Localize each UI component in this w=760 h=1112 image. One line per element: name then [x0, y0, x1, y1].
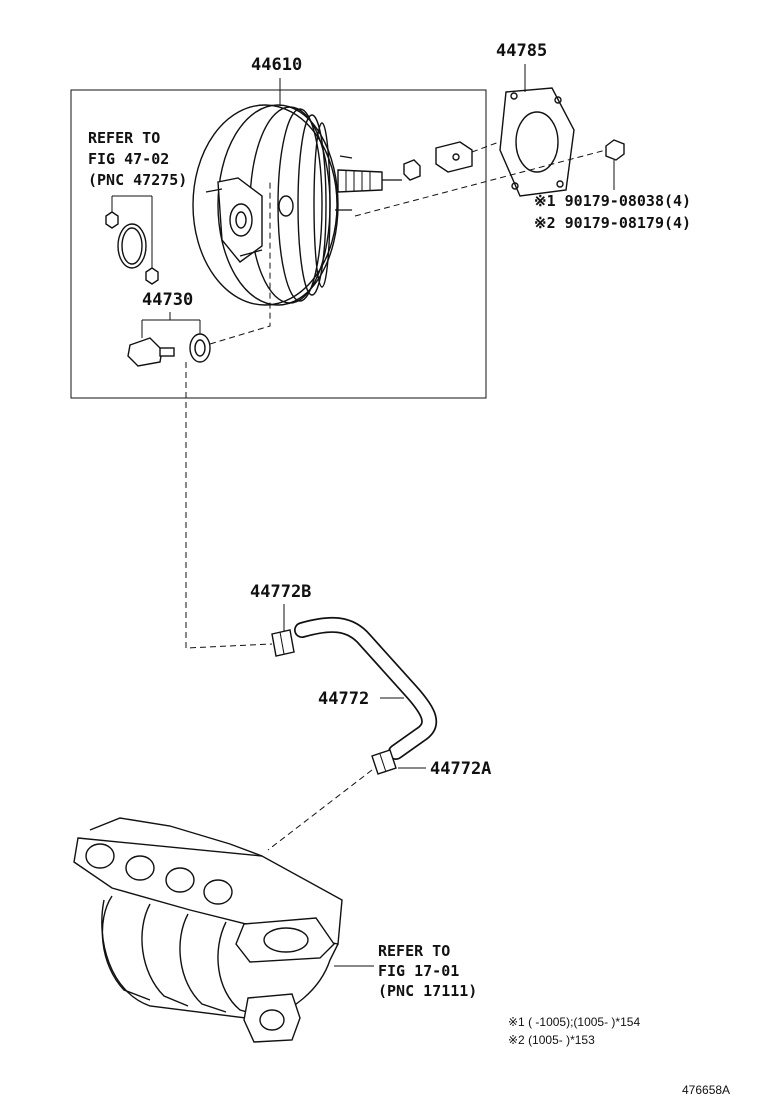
rod-nut[interactable]	[403, 159, 421, 181]
intake-manifold[interactable]	[73, 817, 343, 1043]
vacuum-hose[interactable]	[294, 616, 438, 760]
label-check-valve: 44730	[142, 290, 193, 310]
small-nut-right[interactable]	[145, 267, 159, 285]
label-gasket: 44785	[496, 41, 547, 61]
check-valve[interactable]	[127, 337, 175, 367]
figure-id: 476658A	[682, 1083, 730, 1097]
booster-gasket[interactable]	[499, 87, 575, 197]
hose-clip-a[interactable]	[371, 749, 397, 775]
refer-17-line-2: FIG 17-01	[378, 962, 459, 980]
brake-booster[interactable]	[192, 104, 402, 306]
assembly-box	[70, 89, 487, 399]
label-booster: 44610	[251, 55, 302, 75]
o-ring[interactable]	[117, 223, 147, 269]
refer-17-line-1: REFER TO	[378, 942, 450, 960]
refer-47-line-3: (PNC 47275)	[88, 171, 187, 189]
check-valve-grommet[interactable]	[189, 333, 211, 363]
refer-47-line-2: FIG 47-02	[88, 150, 169, 168]
label-bolt-1: ※1 90179-08038(4)	[534, 192, 691, 210]
label-clip-b: 44772B	[250, 582, 311, 602]
label-clip-a: 44772A	[430, 759, 491, 779]
small-nut-left[interactable]	[105, 211, 119, 229]
clevis[interactable]	[435, 141, 473, 173]
booster-nut[interactable]	[605, 139, 625, 161]
refer-17-line-3: (PNC 17111)	[378, 982, 477, 1000]
hose-clip-b[interactable]	[271, 629, 295, 657]
label-bolt-2: ※2 90179-08179(4)	[534, 214, 691, 232]
footnote-2: ※2 (1005- )*153	[508, 1033, 595, 1047]
label-hose: 44772	[318, 689, 369, 709]
footnote-1: ※1 ( -1005);(1005- )*154	[508, 1015, 640, 1029]
refer-47-line-1: REFER TO	[88, 129, 160, 147]
